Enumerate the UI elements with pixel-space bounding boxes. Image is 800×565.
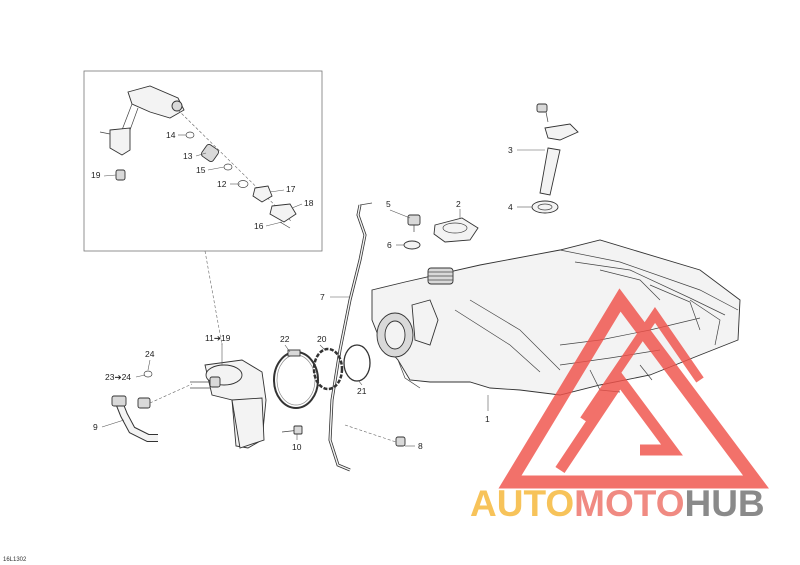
callout-10: 10 xyxy=(292,442,302,452)
callout-7: 7 xyxy=(320,292,325,302)
callout-2: 2 xyxy=(456,199,461,209)
callout-12: 12 xyxy=(217,179,227,189)
fuel-cap xyxy=(433,217,479,243)
clip-24 xyxy=(143,370,153,378)
callout-20: 20 xyxy=(317,334,327,344)
callout-18: 18 xyxy=(304,198,314,208)
drawing-code: 16L1302 xyxy=(3,557,27,563)
callout-9: 9 xyxy=(93,422,98,432)
callout-19: 19 xyxy=(91,170,101,180)
fuel-hose-9 xyxy=(111,383,193,442)
callout-8: 8 xyxy=(418,441,423,451)
vent-hose xyxy=(328,204,367,472)
callout-24: 24 xyxy=(145,349,155,359)
callout-13: 13 xyxy=(183,151,193,161)
callout-3: 3 xyxy=(508,145,513,155)
callout-6: 6 xyxy=(387,240,392,250)
leader-lines xyxy=(101,134,545,447)
callout-5: 5 xyxy=(386,199,391,209)
gasket-4 xyxy=(531,200,559,214)
seal-21 xyxy=(343,344,371,382)
fuel-tank xyxy=(371,239,741,396)
callout-22: 22 xyxy=(280,334,290,344)
callout-17: 17 xyxy=(286,184,296,194)
callout-4: 4 xyxy=(508,202,513,212)
watermark-word-2: MOTO xyxy=(574,483,684,524)
clamp-8 xyxy=(344,424,406,447)
pump-module xyxy=(190,359,303,449)
retaining-ring-20 xyxy=(312,347,344,391)
callout-23-24: 23➔24 xyxy=(105,372,131,382)
fuel-sender xyxy=(536,103,579,196)
callout-11-19: 11➔19 xyxy=(205,333,231,343)
watermark-word-3: HUB xyxy=(684,483,764,524)
callout-15: 15 xyxy=(196,165,206,175)
callout-16: 16 xyxy=(254,221,264,231)
watermark-word-1: AUTO xyxy=(470,483,574,524)
detail-inset-frame xyxy=(83,70,323,252)
watermark-text: AUTOMOTOHUB xyxy=(470,483,765,524)
valve-5 xyxy=(407,214,421,232)
callout-1: 1 xyxy=(485,414,490,424)
watermark-logo xyxy=(498,288,769,489)
callout-14: 14 xyxy=(166,130,176,140)
grommet-6 xyxy=(403,240,421,250)
callout-labels: 1 2 3 4 5 6 7 8 9 10 11➔19 12 13 14 15 1… xyxy=(91,130,513,452)
fuel-pump-exploded xyxy=(99,85,297,229)
lock-ring-22 xyxy=(273,349,319,409)
callout-21: 21 xyxy=(357,386,367,396)
inset-link-line xyxy=(204,250,223,346)
svg-text:AUTOMOTOHUB: AUTOMOTOHUB xyxy=(470,483,765,524)
